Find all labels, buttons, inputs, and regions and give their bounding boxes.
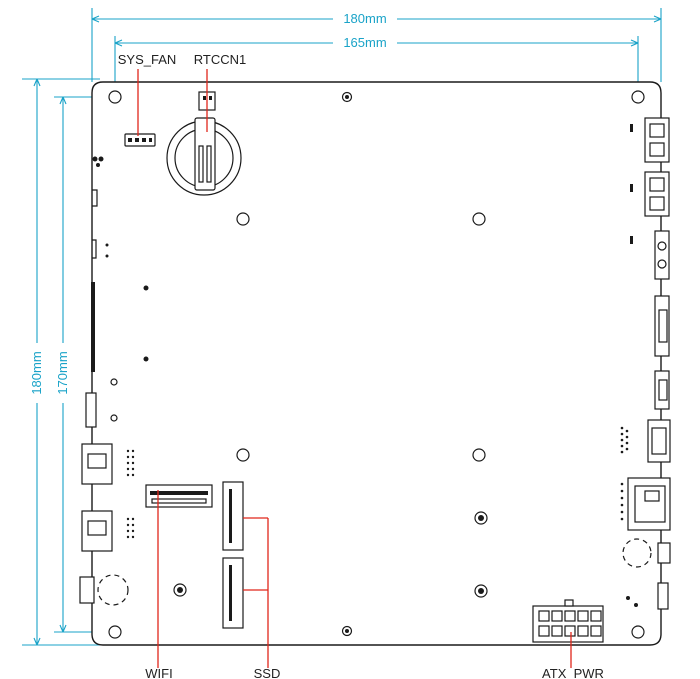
dimension-left-inner: 170mm: [55, 351, 70, 394]
pcb-outline: [91, 81, 662, 646]
left-edge-components: [79, 156, 135, 606]
mounting-holes: [108, 90, 645, 639]
dimension-left-outer: 180mm: [29, 351, 44, 394]
label-atx-pwr: ATX_PWR: [542, 666, 604, 679]
rtc-battery: [166, 91, 242, 196]
sys-fan-connector: [124, 133, 156, 147]
ssd-slots: [222, 481, 244, 629]
label-ssd: SSD: [254, 666, 281, 679]
leader-lines: [137, 69, 572, 668]
label-wifi: WIFI: [145, 666, 172, 679]
atx-pwr-connector: [532, 599, 604, 643]
label-rtccn1: RTCCN1: [194, 52, 247, 67]
dimension-top-outer: 180mm: [343, 11, 386, 26]
dimension-top-inner: 165mm: [343, 35, 386, 50]
dimension-lines: [22, 8, 662, 646]
wifi-slot: [145, 484, 213, 508]
label-sys-fan: SYS_FAN: [118, 52, 177, 67]
right-edge-io: [620, 117, 671, 610]
